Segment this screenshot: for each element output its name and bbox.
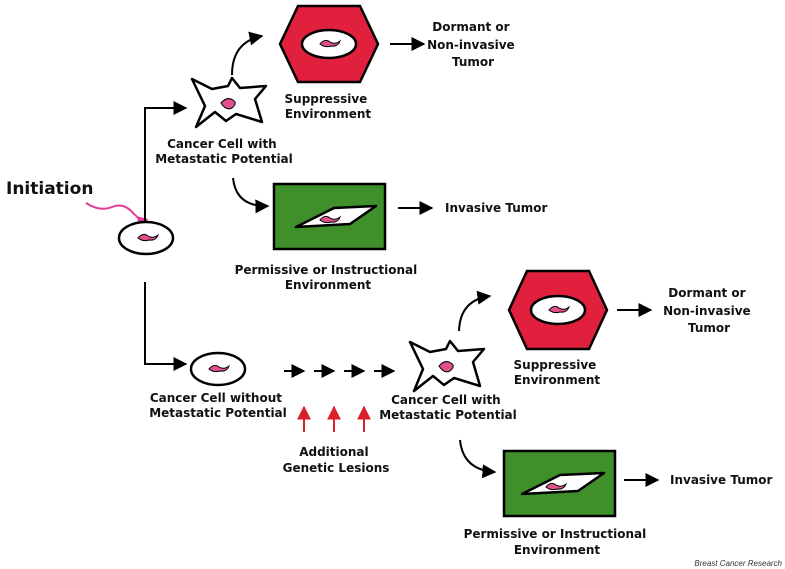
upper-cell-label: Cancer Cell with Metastatic Potential [155,137,293,166]
genetic-lesion-arrows [297,405,371,432]
upper-permissive-environment [272,182,387,251]
lower-metastatic-cell [408,339,486,393]
lower-cell-label: Cancer Cell with Metastatic Potential [379,393,517,422]
upper-metastatic-cell [190,76,268,129]
lower-invasive-label: Invasive Tumor [670,473,772,487]
genetic-lesions-label: Additional Genetic Lesions [283,445,390,475]
upper-suppressive-environment [278,4,380,84]
upper-invasive-label: Invasive Tumor [445,201,547,215]
lower-cell-without-label: Cancer Cell without Metastatic Potential [149,391,287,420]
lower-suppressive-environment [507,269,609,351]
branch-line-down [144,282,188,371]
lower-permissive-label: Permissive or Instructional Environment [464,527,651,557]
upper-permissive-label: Permissive or Instructional Environment [235,263,422,292]
branch-line-up [144,101,188,222]
lower-cell-without-potential [189,351,247,387]
lower-arrow-to-suppressive [458,290,492,332]
lower-permissive-environment [502,449,617,518]
upper-dormant-label: Dormant or Non-invasive Tumor [427,20,519,69]
upper-arrow-to-permissive [232,177,270,214]
initiation-arrow [85,202,149,230]
lower-suppressive-label: Suppressive Environment [514,358,601,387]
initiation-label: Initiation [6,179,93,199]
lower-dormant-label: Dormant or Non-invasive Tumor [663,286,755,335]
lower-arrow-to-permissive [459,439,497,479]
initial-cell [117,220,175,256]
journal-credit: Breast Cancer Research [694,559,782,568]
upper-arrow-to-suppressive [231,31,264,76]
upper-suppressive-label: Suppressive Environment [285,92,372,121]
